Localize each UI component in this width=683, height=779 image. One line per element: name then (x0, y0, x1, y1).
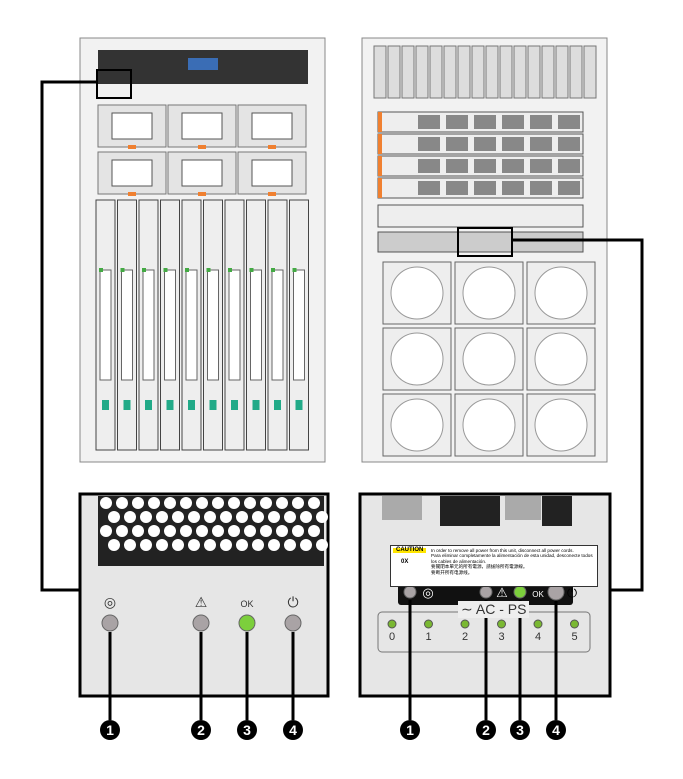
callout-number: 4 (283, 720, 303, 740)
network-port-column (373, 45, 387, 99)
rear-led (479, 585, 493, 599)
network-port-column (541, 45, 555, 99)
fan-module (526, 327, 596, 391)
ps-slot-label: 0 (389, 631, 396, 643)
fan-module (382, 393, 452, 457)
callout-number: 1 (100, 720, 120, 740)
hazard-icon: 0X (401, 559, 409, 565)
network-port-column (443, 45, 457, 99)
front-led-panel-detail (78, 492, 330, 698)
led-highlight-box (96, 69, 132, 99)
blade-module (289, 199, 309, 451)
blade-module (203, 199, 223, 451)
rear-led (403, 585, 417, 599)
fan-module (454, 327, 524, 391)
right-leader-line (512, 238, 644, 592)
front-led (101, 614, 119, 632)
blade-module (267, 199, 288, 451)
network-port-column (401, 45, 415, 99)
network-port-column (583, 45, 597, 99)
network-port-column (471, 45, 485, 99)
io-card (377, 111, 584, 133)
power-supply (167, 151, 237, 196)
ps-slot-label: 1 (425, 631, 432, 643)
callout-number: 3 (237, 720, 257, 740)
fan-module (454, 261, 524, 325)
blade-module (181, 199, 202, 451)
fan-module (526, 393, 596, 457)
power-supply (237, 104, 307, 149)
ps-led (497, 619, 506, 629)
left-leader-line (40, 80, 97, 592)
power-icon: ⏻ (567, 585, 577, 600)
ps-led (533, 619, 543, 629)
power-supply (237, 151, 307, 196)
callout-number: 2 (191, 720, 211, 740)
locator-icon: ◎ (104, 594, 116, 610)
caution-label: CAUTION 0X In order to remove all power … (390, 545, 598, 587)
ps-led (387, 619, 397, 629)
rear-led (513, 585, 527, 599)
callout-number: 2 (476, 720, 496, 740)
network-port-column (569, 45, 583, 99)
ps-led (570, 619, 579, 629)
network-port-column (457, 45, 471, 99)
network-port-column (429, 45, 443, 99)
power-supply (167, 104, 237, 149)
power-supply (97, 104, 167, 149)
blade-module (95, 199, 116, 451)
rear-led-highlight-box (457, 227, 513, 257)
callout-number: 3 (510, 720, 530, 740)
network-port-column (555, 45, 569, 99)
io-card (377, 133, 584, 155)
network-port-column (527, 45, 541, 99)
ps-led (424, 619, 433, 629)
blade-module (160, 199, 180, 451)
ps-led (460, 619, 470, 629)
fan-module (526, 261, 596, 325)
warning-icon: ⚠ (496, 585, 508, 600)
blade-module (246, 199, 266, 451)
ok-icon: OK (240, 599, 253, 609)
blade-module (138, 199, 159, 451)
io-card (377, 177, 584, 199)
warning-icon: ⚠ (195, 594, 208, 610)
front-led (192, 614, 210, 632)
io-card (377, 155, 584, 177)
ps-slot-label: 3 (498, 631, 505, 643)
fan-module (454, 393, 524, 457)
network-port-column (499, 45, 513, 99)
front-led (238, 614, 256, 632)
fan-module (382, 327, 452, 391)
callout-number: 1 (400, 720, 420, 740)
blade-module (224, 199, 245, 451)
locator-icon: ◎ (422, 585, 433, 600)
ac-ps-label: ∼ AC - PS (458, 601, 530, 618)
network-port-column (513, 45, 527, 99)
network-port-column (415, 45, 429, 99)
sun-logo (188, 58, 218, 70)
fan-module (382, 261, 452, 325)
rear-chassis (361, 37, 608, 463)
ok-icon: OK (532, 590, 544, 599)
network-port-column (485, 45, 499, 99)
blade-module (117, 199, 137, 451)
network-port-column (387, 45, 401, 99)
front-chassis (79, 37, 326, 463)
ps-slot-label: 2 (462, 631, 469, 643)
ps-slot-label: 4 (535, 631, 542, 643)
front-led (284, 614, 302, 632)
power-icon: ⏻ (287, 594, 298, 610)
power-supply (97, 151, 167, 196)
callout-number: 4 (546, 720, 566, 740)
ps-slot-label: 5 (571, 631, 578, 643)
